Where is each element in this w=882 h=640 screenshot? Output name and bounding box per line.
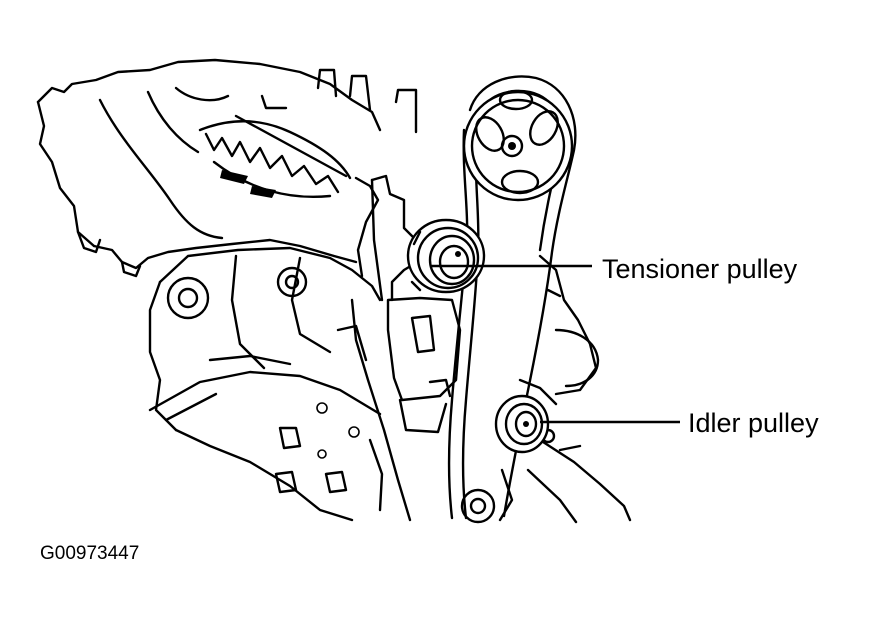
cylinder-head-illustration	[36, 58, 418, 278]
tensioner-pulley-illustration	[406, 218, 486, 294]
tensioner-pulley-label: Tensioner pulley	[602, 254, 798, 284]
idler-pulley-illustration	[494, 394, 550, 454]
figure-id-caption: G00973447	[40, 543, 140, 564]
idler-pulley-label: Idler pulley	[688, 408, 819, 438]
engine-block-illustration	[148, 246, 412, 522]
water-pump-housing-illustration	[460, 254, 632, 524]
timing-belt-bracket-illustration	[370, 174, 462, 434]
camshaft-sprocket-illustration	[462, 89, 574, 202]
